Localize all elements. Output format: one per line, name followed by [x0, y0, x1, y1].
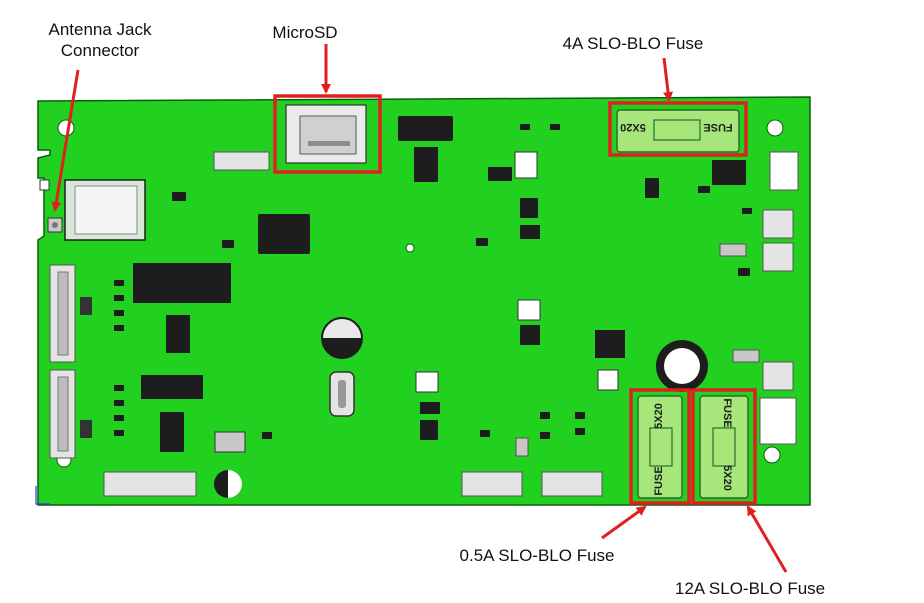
side-connector: [762, 209, 794, 239]
white-component: [597, 369, 619, 391]
wifi-module-shield: [74, 185, 138, 235]
origin-mark: [35, 486, 50, 505]
fuse-4a-marking-fuse: FUSE: [703, 121, 732, 133]
ic-chip: [420, 420, 438, 440]
ic-chip: [420, 402, 440, 414]
ic-chip: [488, 167, 512, 181]
white-component: [514, 151, 538, 179]
ic-chip: [520, 325, 540, 345]
antenna-arrow: [51, 69, 80, 212]
circuit-board: [35, 96, 811, 506]
fuse-4a-marking-size: 5X20: [620, 121, 646, 133]
ic-chip: [166, 315, 190, 353]
white-component: [517, 299, 541, 321]
small-component: [80, 297, 92, 315]
fuse-4a-arrow: [662, 57, 674, 102]
grey-component: [515, 437, 529, 457]
antenna-label-line2: Connector: [60, 41, 140, 60]
grey-component: [732, 349, 760, 363]
ic-chip: [160, 412, 184, 452]
white-component: [415, 371, 439, 393]
ic-chip: [712, 160, 746, 185]
edge-connector-bottom-slot: [57, 376, 69, 452]
ic-chip: [595, 330, 625, 358]
black-chip: [398, 116, 453, 141]
capacitor-band: [322, 338, 362, 358]
antenna-jack-label: Antenna Jack Connector: [30, 19, 170, 61]
fuse-12a: FUSE 5X20: [699, 395, 749, 499]
side-connector: [759, 397, 797, 445]
regulator: [214, 431, 246, 453]
microsd-highlight: [273, 94, 382, 174]
usb-c-port-slot: [338, 380, 346, 408]
ic-chip: [520, 225, 540, 239]
antenna-label-line1: Antenna Jack: [48, 20, 152, 39]
fuse-element: [649, 427, 673, 467]
callout-arrows: [51, 44, 788, 573]
fuse-05a-marking-size: 5X20: [653, 403, 665, 429]
ic-chip: [645, 178, 659, 198]
fuse-05a-highlight: [629, 388, 691, 505]
large-chip: [133, 263, 231, 303]
bottom-connector: [103, 471, 197, 497]
fuse-4a-highlight: [608, 101, 748, 157]
side-connector: [769, 151, 799, 191]
microsd-label: MicroSD: [272, 23, 338, 42]
fuse-05a: 5X20 FUSE: [637, 395, 683, 499]
fuse-05a-label: 0.5A SLO-BLO Fuse: [459, 546, 615, 565]
highlight-boxes: [273, 94, 757, 505]
smd-parts: [114, 124, 752, 439]
fuse-12a-arrow: [746, 505, 788, 573]
fuse-element: [653, 119, 701, 141]
fuse-05a-arrow: [601, 505, 647, 540]
antenna-pad: [39, 179, 50, 191]
ic-chip: [414, 147, 438, 182]
bottom-connector: [541, 471, 603, 497]
ic-chip: [520, 198, 538, 218]
fuse-element: [712, 427, 736, 467]
capacitor-top: [664, 348, 700, 384]
microcontroller: [258, 214, 310, 254]
fuse-12a-label: 12A SLO-BLO Fuse: [674, 579, 826, 598]
fuse-4a: 5X20 FUSE: [616, 109, 740, 153]
fuse-4a-label: 4A SLO-BLO Fuse: [562, 34, 704, 53]
black-chip: [141, 375, 203, 399]
capacitor-band: [228, 470, 242, 498]
pin-header: [213, 151, 270, 171]
mounting-hole: [763, 446, 781, 464]
microsd-contacts: [308, 141, 350, 146]
small-component: [80, 420, 92, 438]
grey-component: [719, 243, 747, 257]
board-outline: [37, 96, 811, 506]
microsd-slot-inner: [299, 115, 357, 155]
fuse-12a-marking-fuse: FUSE: [721, 398, 733, 427]
mounting-hole: [766, 119, 784, 137]
edge-connector-top-slot: [57, 271, 69, 356]
bottom-connector: [461, 471, 523, 497]
mounting-hole: [57, 119, 75, 137]
side-connector: [762, 242, 794, 272]
fuse-12a-marking-size: 5X20: [721, 465, 733, 491]
antenna-jack-core: [52, 222, 58, 228]
fuse-05a-marking-fuse: FUSE: [653, 466, 665, 495]
side-connector: [762, 361, 794, 391]
fuse-12a-highlight: [691, 388, 757, 505]
mounting-hole: [405, 243, 415, 253]
